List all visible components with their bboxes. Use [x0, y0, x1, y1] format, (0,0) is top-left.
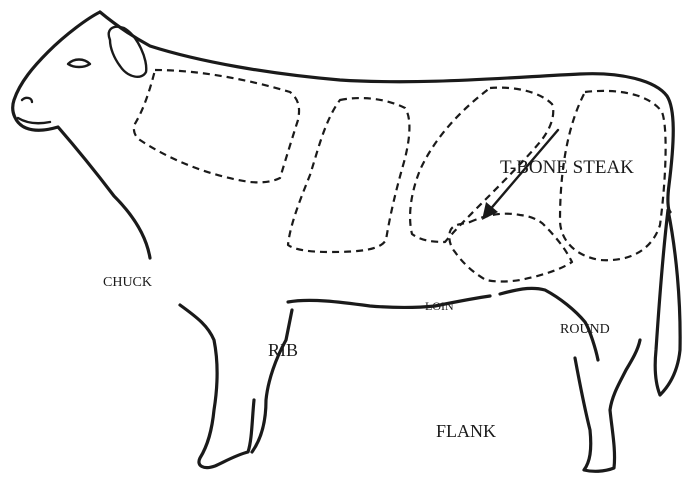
label-loin: LOIN: [425, 299, 454, 313]
tail: [655, 210, 680, 395]
label-flank: FLANK: [436, 421, 496, 441]
label-chuck: CHUCK: [103, 275, 152, 290]
label-round: ROUND: [560, 322, 610, 337]
belly-line: [288, 296, 490, 308]
eye: [68, 60, 90, 68]
nostril: [22, 98, 32, 102]
label-t-bone-steak: T-BONE STEAK: [500, 157, 634, 178]
belly-front: [252, 310, 292, 452]
mouth: [18, 118, 50, 123]
hind-leg: [575, 340, 640, 471]
cut-t-bone: [449, 214, 572, 282]
label-rib: RIB: [268, 340, 298, 360]
front-leg: [180, 305, 254, 468]
cut-chuck: [134, 70, 299, 182]
cut-rib: [288, 98, 409, 252]
